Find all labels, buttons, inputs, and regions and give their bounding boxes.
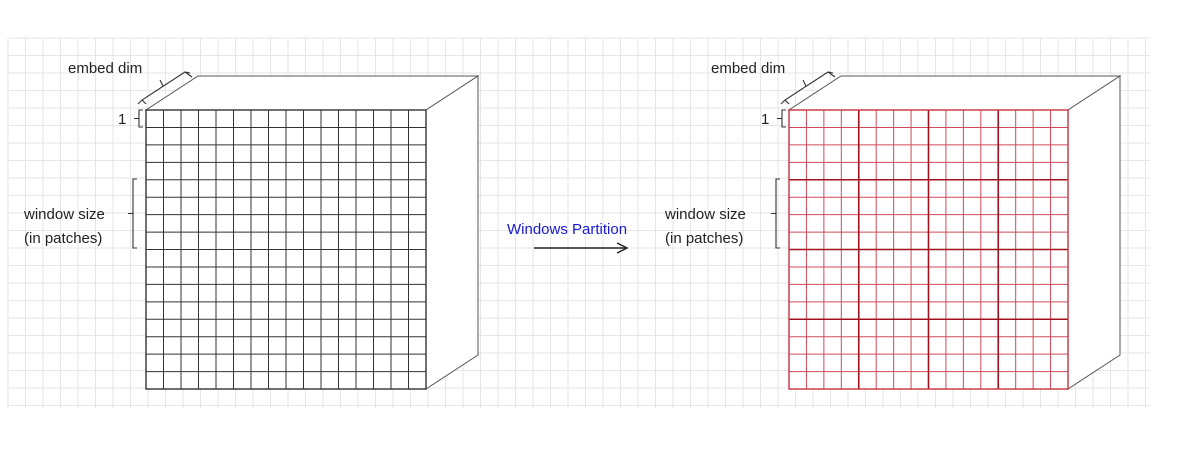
right-block-top-face [787,75,1122,111]
right-embed-dim-label: embed dim [711,60,785,77]
left-block-side-face [425,75,479,390]
windows-partition-arrow: Windows Partition [507,221,629,254]
windows-partition-label: Windows Partition [507,221,627,238]
right-embed-dim-brace [780,71,836,105]
right-one-brace [777,109,786,128]
left-one-brace [134,109,143,128]
left-block-top-face [144,75,480,111]
left-tensor-block: embed dim 1 window size (in patches) [23,60,480,390]
left-embed-dim-brace [137,71,193,105]
right-block-side-face [1067,75,1121,390]
left-block-front-outline [145,109,427,390]
left-window-size-brace [128,178,137,249]
right-block-front-outline [788,109,1069,390]
arrow-head [616,242,629,254]
left-in-patches-label: (in patches) [24,230,102,247]
right-window-size-label: window size [664,206,746,223]
left-embed-dim-label: embed dim [68,60,142,77]
left-window-size-label: window size [23,206,105,223]
right-window-size-brace [771,178,780,249]
left-embed-dim-brace-tick [159,79,164,87]
left-patch-grid [146,110,426,389]
right-one-label: 1 [761,111,769,128]
right-window-boundaries [789,110,1068,389]
right-tensor-block: embed dim 1 window size (in patches) [664,60,1122,390]
right-in-patches-label: (in patches) [665,230,743,247]
left-one-label: 1 [118,111,126,128]
right-embed-dim-brace-tick [802,79,807,87]
